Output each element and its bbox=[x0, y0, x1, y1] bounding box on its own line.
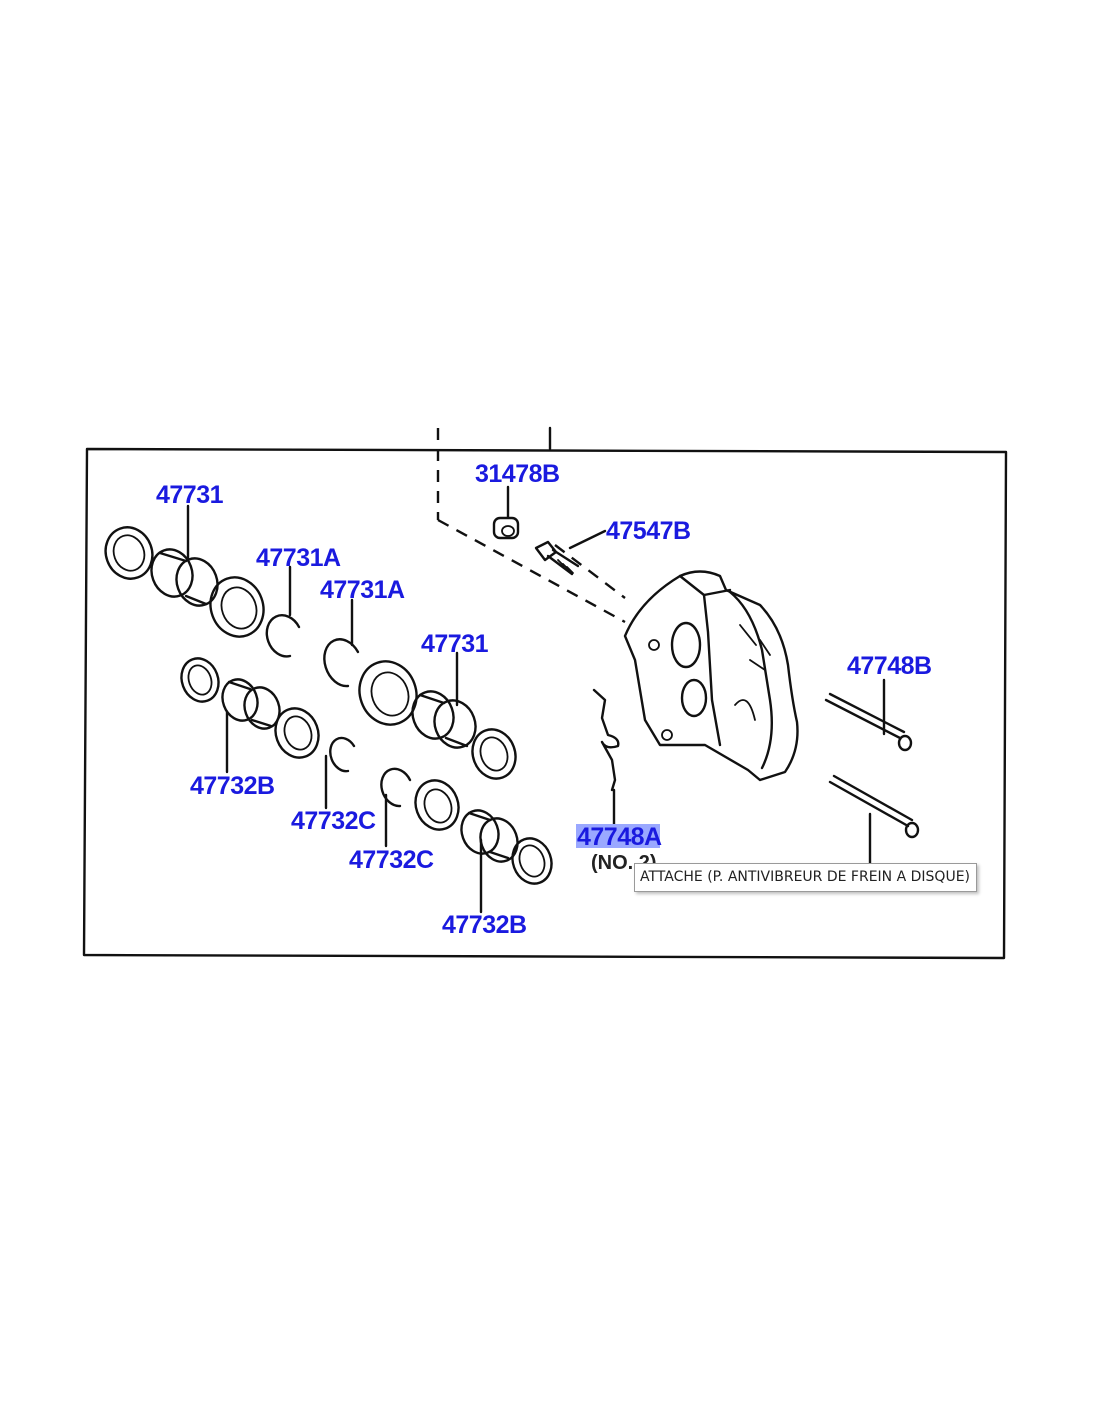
boot-2 bbox=[274, 707, 320, 759]
bleeder-screw bbox=[534, 540, 580, 576]
seal-ring-3 bbox=[471, 728, 517, 780]
part-label-47731A-b[interactable]: 47731A bbox=[320, 576, 406, 604]
seal-ring-4 bbox=[511, 837, 553, 885]
caliper-body bbox=[623, 570, 799, 782]
part-label-31478B[interactable]: 31478B bbox=[475, 460, 560, 488]
caliper-dashed-leader bbox=[437, 518, 626, 624]
part-label-47748A[interactable]: 47748A bbox=[577, 823, 663, 851]
part-label-47732B-b[interactable]: 47732B bbox=[442, 911, 527, 939]
part-label-47748B[interactable]: 47748B bbox=[847, 652, 932, 680]
pin-upper bbox=[824, 692, 913, 752]
boot-1 bbox=[209, 576, 265, 638]
piston-3 bbox=[411, 690, 477, 749]
part-label-47732B-a[interactable]: 47732B bbox=[190, 772, 275, 800]
part-label-47732C-b[interactable]: 47732C bbox=[349, 846, 435, 874]
boot-4 bbox=[414, 779, 460, 831]
part-tooltip: ATTACHE (P. ANTIVIBREUR DE FREIN A DISQU… bbox=[634, 863, 978, 892]
ring-2 bbox=[323, 638, 360, 688]
part-label-47732C-a[interactable]: 47732C bbox=[291, 807, 377, 835]
ring-4 bbox=[380, 767, 412, 808]
bleeder-cap bbox=[492, 516, 520, 540]
seal-ring-1 bbox=[104, 526, 154, 580]
piston-1 bbox=[150, 548, 219, 607]
diagram-frame bbox=[82, 447, 1008, 960]
label-highlight bbox=[576, 824, 660, 848]
pin-lower bbox=[828, 774, 920, 839]
part-label-47731-a[interactable]: 47731 bbox=[156, 481, 224, 509]
part-label-47547B[interactable]: 47547B bbox=[606, 517, 691, 545]
part-label-47731A-a[interactable]: 47731A bbox=[256, 544, 342, 572]
bolt-dashed-leader bbox=[554, 544, 626, 599]
boot-3 bbox=[358, 660, 418, 726]
pad-clip bbox=[592, 688, 620, 792]
part-label-47731-b[interactable]: 47731 bbox=[421, 630, 489, 658]
seal-ring-2 bbox=[180, 657, 220, 703]
ring-1 bbox=[265, 614, 301, 658]
piston-2 bbox=[221, 678, 281, 730]
ring-3 bbox=[329, 736, 356, 773]
leader-47547B bbox=[568, 529, 607, 550]
